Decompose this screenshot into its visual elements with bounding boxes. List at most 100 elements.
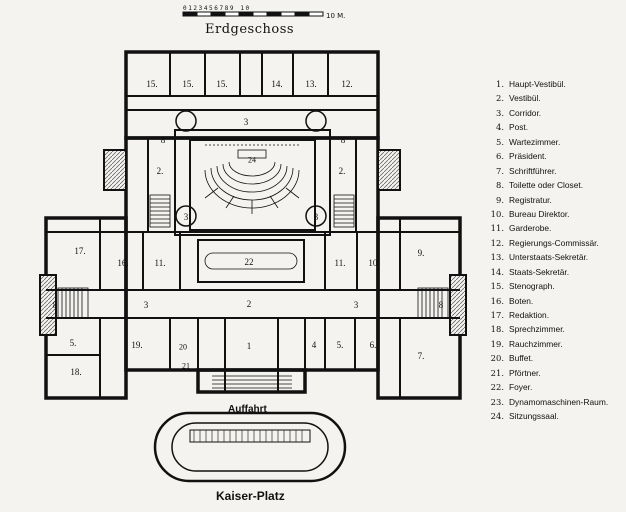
legend-number: 5. (496, 136, 504, 147)
legend-text: Stenograph. (509, 281, 555, 292)
legend-text: Redaktion. (509, 310, 550, 320)
legend-item: 11. Garderobe. (480, 223, 624, 237)
scale-label: 10 M. (326, 12, 346, 20)
room-label: 6. (369, 340, 377, 350)
room-label: 16. (117, 258, 129, 268)
legend-number: 8. (496, 180, 504, 191)
room-label: 10. (368, 258, 380, 268)
legend-text: Buffet. (509, 353, 534, 364)
room-label: 15. (182, 79, 194, 89)
room-label: 2. (156, 166, 164, 176)
legend-text: Rauchzimmer. (509, 338, 563, 349)
legend-item: 1. Haupt-Vestibül. (480, 79, 624, 93)
legend-number: 19. (490, 338, 504, 349)
legend-number: 6. (496, 151, 504, 162)
stair-top-right (333, 194, 355, 228)
legend-item: 20. Buffet. (480, 353, 624, 367)
legend-item: 16.Boten. (480, 296, 624, 310)
legend-item: 4.Post. (480, 122, 624, 136)
legend-item: 15. Stenograph. (480, 281, 624, 295)
legend-item: 23.Dynamomaschinen-Raum. (480, 397, 624, 411)
legend-text: Corridor. (509, 107, 542, 118)
legend-text: Unterstaats-Sekretär. (509, 252, 589, 263)
room-label: 21 (182, 361, 190, 371)
legend-text: Präsident. (509, 151, 547, 162)
legend-item: 6. Präsident. (480, 151, 624, 165)
room-label: 5. (69, 338, 77, 348)
legend-number: 4. (496, 122, 504, 133)
foyer-ornament (204, 252, 298, 270)
room-label: 12. (341, 79, 353, 89)
room-label: 8 (160, 135, 166, 145)
staircases (57, 194, 449, 389)
legend-text: Toilette oder Closet. (509, 180, 584, 191)
legend-text: Vestibül. (509, 93, 541, 104)
legend-number: 9. (496, 194, 504, 205)
legend-number: 21. (490, 367, 504, 378)
room-label: 8 (340, 135, 346, 145)
room-label: 2 (246, 299, 252, 309)
legend-text: Haupt-Vestibül. (509, 79, 566, 89)
room-label: 3 (353, 300, 359, 310)
plenary-hall-seating (204, 144, 300, 214)
room-label: 18. (70, 367, 82, 377)
legend-item: 18.Sprechzimmer. (480, 324, 624, 338)
legend-number: 23. (490, 396, 504, 407)
legend-item: 21.Pförtner. (480, 368, 624, 382)
kaiser-platz-oval (153, 411, 347, 483)
legend-text: Wartezimmer. (509, 136, 561, 147)
room-label: 2. (338, 166, 346, 176)
room-label: 22 (244, 257, 254, 267)
legend-number: 11. (490, 223, 504, 234)
room-label: 15. (146, 79, 158, 89)
legend-text: Foyer. (509, 382, 533, 393)
legend-item: 12. Regierungs-Commissär. (480, 238, 624, 252)
label-kaiser-platz: Kaiser-Platz (216, 489, 285, 503)
side-annexes (39, 149, 467, 336)
room-label: 9. (417, 248, 425, 258)
legend-number: 12. (490, 237, 504, 248)
legend-number: 20. (490, 353, 504, 364)
room-label: 17. (74, 246, 86, 256)
room-label: 4 (311, 340, 317, 350)
legend-number: 1. (496, 79, 504, 89)
label-auffahrt: Auffahrt (228, 404, 267, 415)
legend-number: 15. (490, 281, 504, 292)
scale-bar (182, 11, 324, 17)
legend-number: 7. (496, 165, 504, 176)
stair-right (417, 287, 449, 319)
legend-item: 5. Wartezimmer. (480, 137, 624, 151)
legend-item: 8. Toilette oder Closet. (480, 180, 624, 194)
legend-number: 2. (496, 93, 504, 104)
legend-item: 13.Unterstaats-Sekretär. (480, 252, 624, 266)
legend-item: 9. Registratur. (480, 195, 624, 209)
light-wells (175, 110, 327, 227)
legend: 1.Haupt-Vestibül.2.Vestibül.3.Corridor.4… (480, 79, 624, 426)
legend-item: 7.Schriftführer. (480, 166, 624, 180)
legend-item: 10.Bureau Direktor. (480, 209, 624, 223)
legend-item: 22.Foyer. (480, 382, 624, 396)
room-label: 1 (246, 341, 252, 351)
room-label: 11. (334, 258, 346, 268)
legend-text: Sitzungssaal. (509, 411, 559, 422)
room-label: 3 (243, 117, 249, 127)
room-label: 14. (271, 79, 283, 89)
stair-top-left (149, 194, 171, 228)
room-label: 8 (52, 300, 58, 310)
legend-item: 14.Staats-Sekretär. (480, 267, 624, 281)
room-label: 13. (305, 79, 317, 89)
legend-number: 18. (490, 324, 504, 335)
room-label: 15. (216, 79, 228, 89)
legend-text: Garderobe. (509, 223, 552, 234)
room-label: 5. (336, 340, 344, 350)
interior-walls (46, 52, 460, 398)
legend-text: Regierungs-Commissär. (509, 237, 599, 248)
stair-left (57, 287, 89, 319)
legend-text: Boten. (509, 295, 534, 306)
legend-item: 24.Sitzungssaal. (480, 411, 624, 425)
room-label: 11. (154, 258, 166, 268)
room-label: 24 (248, 155, 256, 165)
legend-text: Registratur. (509, 194, 552, 205)
stair-entrance (212, 375, 292, 389)
